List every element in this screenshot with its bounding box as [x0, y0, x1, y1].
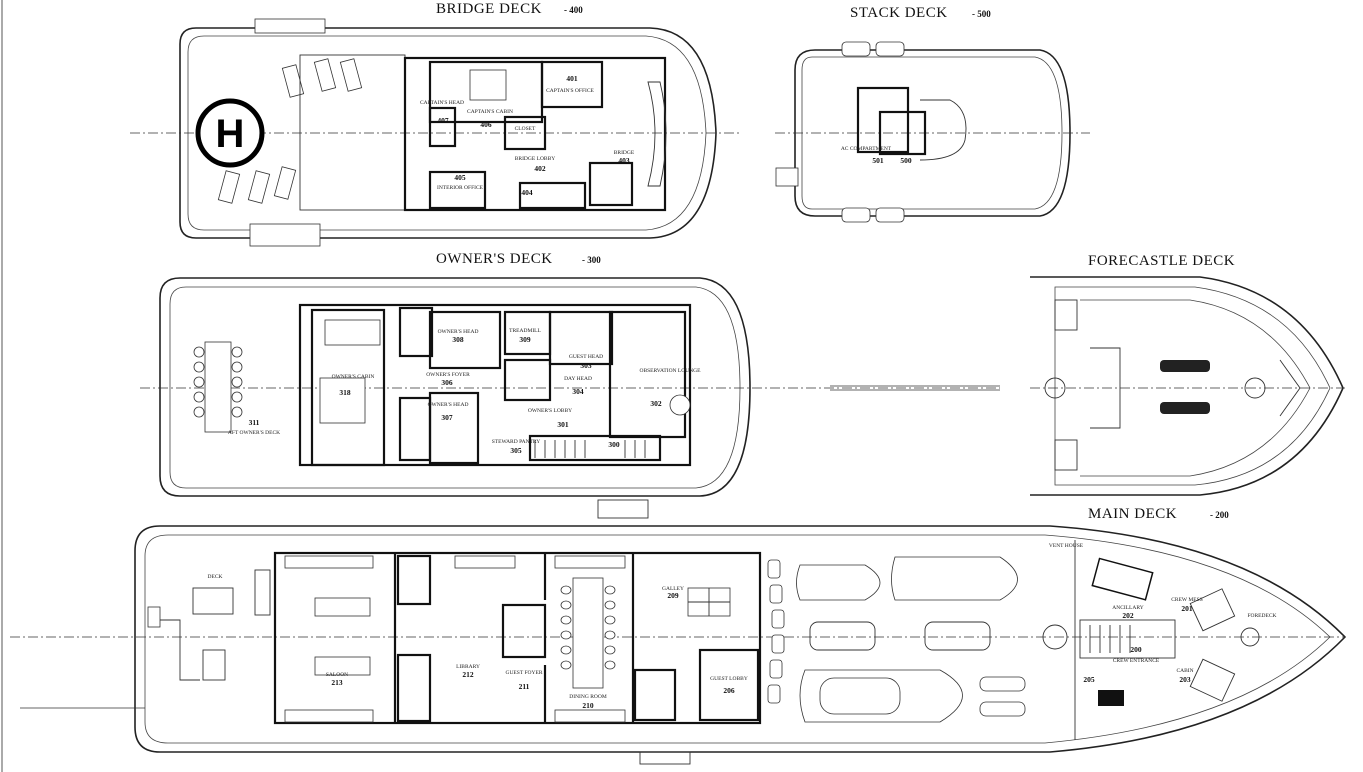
crew-entrance-number: 200	[1130, 645, 1142, 654]
bridge-deck: BRIDGE DECK - 400 H CAPTAIN'S HEAD 407	[130, 1, 740, 247]
bridge-number: 403	[618, 156, 630, 165]
captains-office-label: CAPTAIN'S OFFICE	[546, 88, 594, 94]
crew-mess-label: CREW MESS	[1171, 597, 1203, 603]
aft-owners-deck-number: 311	[249, 418, 260, 427]
stack-deck-code: - 500	[972, 9, 991, 19]
treadmill-number: 309	[519, 335, 531, 344]
observation-lounge-label: OBSERVATION LOUNGE	[639, 368, 701, 374]
captains-cabin-number: 406	[480, 120, 492, 129]
owners-deck: OWNER'S DECK - 300 OWNER'S CABIN 318 OWN…	[140, 251, 1000, 497]
bridge-deck-code: - 400	[564, 5, 583, 15]
guest-lobby-label: GUEST LOBBY	[710, 676, 748, 682]
room-404-number: 404	[521, 188, 533, 197]
ancillary-label: ANCILLARY	[1112, 605, 1144, 611]
captains-head-label: CAPTAIN'S HEAD	[420, 100, 464, 106]
day-head-number: 304	[572, 387, 584, 396]
foredeck-label: FOREDECK	[1247, 613, 1276, 619]
cabin-203-label: CABIN	[1176, 668, 1193, 674]
owners-deck-code: - 300	[582, 255, 601, 265]
saloon-label: SALOON	[326, 672, 348, 678]
galley-number: 209	[667, 591, 679, 600]
room-300-number: 300	[608, 440, 620, 449]
bridge-label: BRIDGE	[614, 150, 635, 156]
library-number: 212	[462, 670, 474, 679]
forecastle-deck-title: FORECASTLE DECK	[1088, 253, 1235, 269]
owners-lobby-number: 301	[557, 420, 569, 429]
forecastle-deck: FORECASTLE DECK	[1030, 253, 1345, 496]
main-deck-hull	[134, 525, 1347, 753]
owners-lobby-label: OWNER'S LOBBY	[528, 408, 572, 414]
steward-pantry-label: STEWARD PANTRY	[492, 439, 541, 445]
bridge-lobby-label: BRIDGE LOBBY	[515, 156, 556, 162]
aft-deck-label: DECK	[208, 574, 223, 580]
captains-cabin-label: CAPTAIN'S CABIN	[467, 109, 513, 115]
owners-foyer-number: 306	[441, 378, 453, 387]
helipad	[195, 98, 265, 168]
dining-room-number: 210	[582, 701, 594, 710]
main-deck-title: MAIN DECK	[1088, 506, 1177, 522]
stack-deck-title: STACK DECK	[850, 5, 948, 21]
crew-mess-number: 201	[1181, 604, 1193, 613]
interior-office-number: 405	[454, 173, 466, 182]
owners-deck-title: OWNER'S DECK	[436, 251, 553, 267]
ac-compartment-number: 501	[872, 156, 884, 165]
owners-deck-hull	[159, 277, 751, 497]
guest-head-label: GUEST HEAD	[569, 354, 603, 360]
owners-cabin-label: OWNER'S CABIN	[332, 374, 375, 380]
guest-head-number: 303	[580, 361, 592, 370]
vent-house-label: VENT HOUSE	[1049, 543, 1084, 549]
bridge-deck-hull	[179, 27, 717, 239]
owners-head-307-label: OWNER'S HEAD	[428, 402, 469, 408]
treadmill-label: TREADMILL	[509, 328, 541, 334]
library-label: LIBRARY	[456, 664, 480, 670]
crew-entrance-label: CREW ENTRANCE	[1113, 658, 1160, 664]
room-500-number: 500	[900, 156, 912, 165]
owners-head-307-number: 307	[441, 413, 453, 422]
guest-foyer-number: 211	[519, 682, 530, 691]
guest-lobby-number: 206	[723, 686, 735, 695]
cabin-203-number: 203	[1179, 675, 1191, 684]
saloon-number: 213	[331, 678, 343, 687]
ancillary-number: 202	[1122, 611, 1134, 620]
dining-room-label: DINING ROOM	[569, 694, 607, 700]
bridge-lobby-number: 402	[534, 164, 546, 173]
aft-owners-deck-label: AFT OWNER'S DECK	[228, 430, 280, 436]
closet-label: CLOSET	[515, 126, 536, 132]
owners-head-308-number: 308	[452, 335, 464, 344]
owners-head-308-label: OWNER'S HEAD	[438, 329, 479, 335]
interior-office-label: INTERIOR OFFICE	[437, 185, 484, 191]
guest-foyer-label: GUEST FOYER	[505, 670, 542, 676]
helipad-mark: H	[216, 112, 245, 156]
main-deck-code: - 200	[1210, 510, 1229, 520]
main-deck: MAIN DECK - 200 DECK SALOON	[10, 499, 1347, 765]
room-205-number: 205	[1083, 675, 1095, 684]
observation-lounge-number: 302	[650, 399, 662, 408]
bridge-deck-title: BRIDGE DECK	[436, 1, 542, 17]
galley-label: GALLEY	[662, 586, 684, 592]
captains-head-number: 407	[437, 116, 449, 125]
owners-cabin-number: 318	[339, 388, 351, 397]
day-head-label: DAY HEAD	[564, 376, 592, 382]
stack-deck-hull	[794, 49, 1071, 217]
stack-deck: STACK DECK - 500 AC COMPARTMENT 501 500	[775, 5, 1090, 223]
ac-compartment-label: AC COMPARTMENT	[841, 146, 892, 152]
captains-office-number: 401	[566, 74, 578, 83]
steward-pantry-number: 305	[510, 446, 522, 455]
owners-foyer-label: OWNER'S FOYER	[426, 372, 470, 378]
